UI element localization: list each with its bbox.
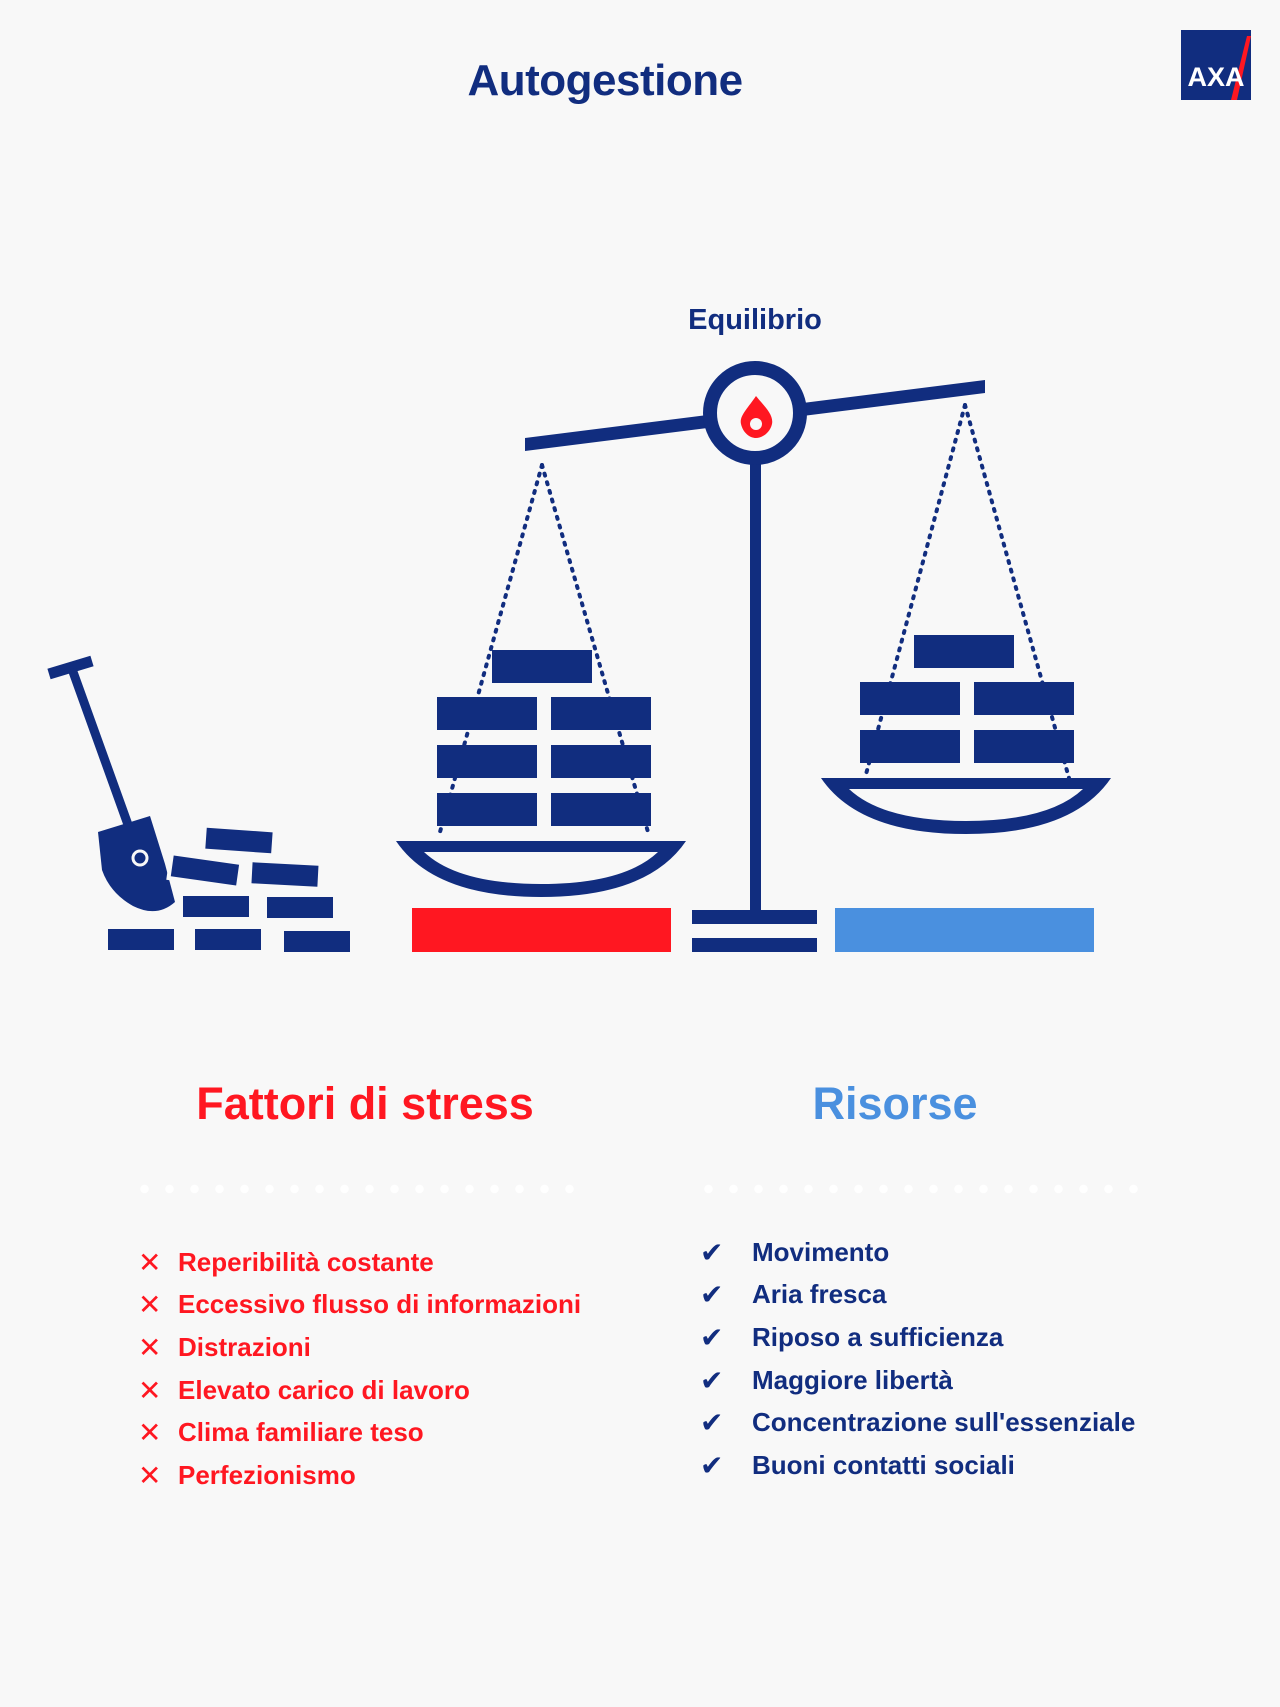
list-item-label: Maggiore libertà (752, 1364, 953, 1395)
balance-stand-icon (692, 460, 817, 952)
x-mark-icon: ✕ (138, 1246, 162, 1278)
x-mark-icon: ✕ (138, 1331, 162, 1363)
resources-divider (696, 1184, 1146, 1194)
x-mark-icon: ✕ (138, 1417, 162, 1449)
list-item: ✔ Buoni contatti sociali (700, 1444, 1135, 1487)
x-mark-icon: ✕ (138, 1459, 162, 1491)
list-item: ✔ Aria fresca (700, 1274, 1135, 1317)
right-pan-icon (821, 778, 1111, 834)
list-item: ✕ Elevato carico di lavoro (138, 1369, 581, 1412)
left-pan-bricks (437, 650, 651, 826)
list-item-label: Perfezionismo (178, 1459, 356, 1490)
shovel-icon (47, 655, 175, 912)
stress-bar (412, 908, 671, 952)
check-mark-icon: ✔ (700, 1279, 724, 1311)
list-item-label: Riposo a sufficienza (752, 1321, 1004, 1352)
list-item-label: Buoni contatti sociali (752, 1449, 1015, 1480)
list-item-label: Distrazioni (178, 1331, 311, 1362)
balance-label: Equilibrio (688, 304, 822, 336)
list-item-label: Eccessivo flusso di informazioni (178, 1289, 582, 1320)
resources-heading: Risorse (812, 1078, 978, 1129)
right-pan-bricks (860, 635, 1074, 763)
list-item: ✔ Concentrazione sull'essenziale (700, 1401, 1135, 1444)
list-item: ✕ Clima familiare teso (138, 1411, 581, 1454)
list-item-label: Reperibilità costante (178, 1246, 434, 1277)
stress-heading: Fattori di stress (196, 1078, 534, 1129)
page-title: Autogestione (467, 56, 743, 105)
list-item-label: Clima familiare teso (178, 1417, 424, 1448)
check-mark-icon: ✔ (700, 1407, 724, 1439)
list-item-label: Elevato carico di lavoro (178, 1374, 470, 1405)
list-item: ✔ Maggiore libertà (700, 1359, 1135, 1402)
flame-icon (740, 396, 773, 438)
x-mark-icon: ✕ (138, 1289, 162, 1321)
left-pan-icon (396, 841, 686, 897)
axa-logo-text: AXA (1187, 62, 1244, 92)
pivot-icon (703, 361, 807, 465)
list-item: ✔ Riposo a sufficienza (700, 1316, 1135, 1359)
resource-bar (835, 908, 1094, 952)
list-item: ✕ Eccessivo flusso di informazioni (138, 1284, 581, 1327)
balance-illustration (47, 361, 1111, 956)
list-item: ✕ Reperibilità costante (138, 1241, 581, 1284)
stress-divider (132, 1184, 582, 1194)
resources-list: ✔ Movimento ✔ Aria fresca ✔ Riposo a suffic… (700, 1231, 1135, 1487)
check-mark-icon: ✔ (700, 1321, 724, 1353)
axa-logo: AXA (1181, 30, 1251, 100)
check-mark-icon: ✔ (700, 1236, 724, 1268)
list-item: ✔ Movimento (700, 1231, 1135, 1274)
list-item-label: Concentrazione sull'essenziale (752, 1407, 1136, 1438)
brick-pile-icon (104, 823, 354, 956)
list-item: ✕ Perfezionismo (138, 1454, 581, 1497)
list-item-label: Aria fresca (752, 1279, 887, 1310)
list-item-label: Movimento (752, 1236, 890, 1267)
x-mark-icon: ✕ (138, 1374, 162, 1406)
stress-list: ✕ Reperibilità costante ✕ Eccessivo flusso… (138, 1241, 581, 1497)
check-mark-icon: ✔ (700, 1364, 724, 1396)
list-item: ✕ Distrazioni (138, 1326, 581, 1369)
check-mark-icon: ✔ (700, 1449, 724, 1481)
right-pan-strings (863, 403, 1071, 780)
